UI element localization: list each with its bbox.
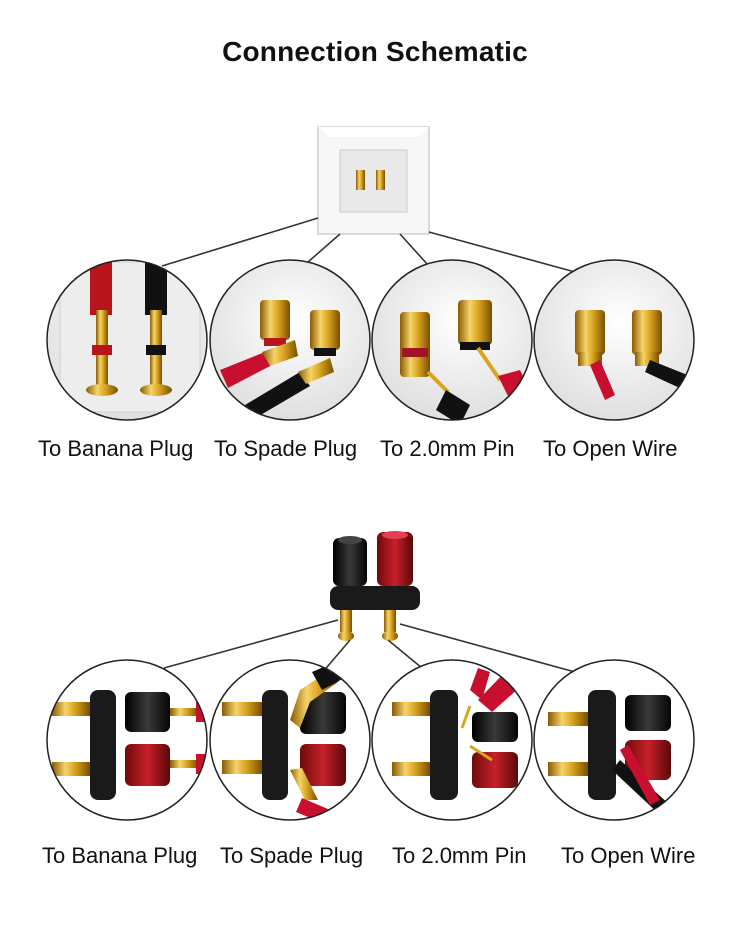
wall-pin-plug-detail	[371, 259, 533, 421]
binding-post-connector-lines	[163, 619, 576, 674]
post-spade-plug-detail	[209, 659, 371, 821]
post-pin-plug-detail	[371, 659, 533, 821]
wall-plate-connector-lines	[161, 217, 576, 273]
wall-banana-plug-detail	[46, 259, 208, 421]
page-title: Connection Schematic	[222, 36, 528, 67]
caption-post-pin: To 2.0mm Pin	[392, 843, 527, 868]
wall-open-wire-detail	[533, 259, 695, 421]
caption-wall-banana-plug: To Banana Plug	[38, 436, 194, 461]
binding-post	[330, 531, 420, 641]
caption-wall-spade-plug: To Spade Plug	[214, 436, 358, 461]
wall-spade-plug-detail	[209, 259, 371, 421]
post-open-wire-detail	[533, 659, 695, 821]
caption-post-banana-plug: To Banana Plug	[42, 843, 198, 868]
caption-post-open-wire: To Open Wire	[561, 843, 696, 868]
caption-post-spade-plug: To Spade Plug	[220, 843, 364, 868]
caption-wall-pin: To 2.0mm Pin	[380, 436, 515, 461]
post-banana-plug-detail	[46, 659, 208, 821]
caption-wall-open-wire: To Open Wire	[543, 436, 678, 461]
wall-plate	[317, 126, 430, 235]
